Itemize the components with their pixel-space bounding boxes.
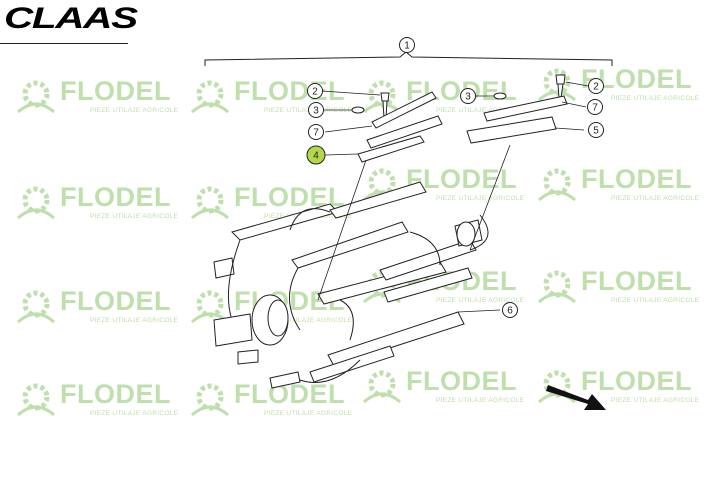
gear-field-icon — [17, 80, 55, 114]
watermark: FLODEL PIEZE UTILAJE AGRICOLE — [535, 362, 705, 417]
callout-label: 7 — [592, 103, 598, 114]
counter-plate — [366, 115, 443, 149]
watermark: FLODEL PIEZE UTILAJE AGRICOLE — [14, 178, 184, 233]
watermark-tagline: PIEZE UTILAJE AGRICOLE — [611, 95, 700, 102]
wedge-plate — [357, 135, 425, 163]
watermark-tagline: PIEZE UTILAJE AGRICOLE — [436, 297, 525, 304]
watermark-tagline: PIEZE UTILAJE AGRICOLE — [436, 397, 525, 404]
watermark-name: FLODEL — [581, 366, 692, 396]
watermark-tagline: PIEZE UTILAJE AGRICOLE — [90, 317, 179, 324]
callout-label: 2 — [593, 82, 599, 93]
watermark-name: FLODEL — [406, 366, 517, 396]
watermark-tagline: PIEZE UTILAJE AGRICOLE — [90, 107, 179, 114]
callout-3-left: 3 — [308, 102, 324, 118]
watermark-tagline: PIEZE UTILAJE AGRICOLE — [436, 107, 525, 114]
watermark: FLODEL PIEZE UTILAJE AGRICOLE — [535, 262, 705, 317]
rotor-drum — [213, 181, 489, 389]
watermark: FLODEL PIEZE UTILAJE AGRICOLE — [14, 282, 184, 337]
callout-label: 1 — [404, 41, 410, 52]
callout-6: 6 — [502, 302, 518, 318]
callout-label: 3 — [313, 106, 319, 117]
watermark-tagline: PIEZE UTILAJE AGRICOLE — [611, 297, 700, 304]
gear-field-icon — [191, 383, 229, 417]
gear-field-icon — [17, 290, 55, 324]
watermark-name: FLODEL — [581, 266, 692, 296]
callout-4-highlighted: 4 — [306, 145, 326, 165]
arrow-down-right-icon — [546, 385, 606, 410]
callout-2-right: 2 — [588, 78, 604, 94]
watermark-name: FLODEL — [60, 182, 171, 212]
gear-field-icon — [191, 80, 229, 114]
gear-field-icon — [17, 186, 55, 220]
callout-label: 7 — [313, 128, 319, 139]
gear-field-icon — [538, 168, 576, 202]
gear-field-icon — [17, 383, 55, 417]
bolt — [555, 74, 566, 99]
watermark: FLODEL PIEZE UTILAJE AGRICOLE — [360, 362, 530, 417]
callout-7-left: 7 — [308, 124, 324, 140]
watermark-tagline: PIEZE UTILAJE AGRICOLE — [90, 213, 179, 220]
watermark-tagline: PIEZE UTILAJE AGRICOLE — [611, 397, 700, 404]
watermark-tagline: PIEZE UTILAJE AGRICOLE — [264, 410, 353, 417]
watermark: FLODEL PIEZE UTILAJE AGRICOLE — [535, 160, 705, 215]
assembly-bracket — [204, 51, 613, 66]
logo-underline — [0, 43, 128, 44]
watermark-tagline: PIEZE UTILAJE AGRICOLE — [264, 317, 353, 324]
leader-lines — [317, 44, 589, 313]
callout-label: 4 — [313, 151, 319, 162]
callout-label: 6 — [507, 306, 513, 317]
counter-plate — [466, 116, 557, 144]
callout-2-left: 2 — [307, 83, 323, 99]
watermark-name: FLODEL — [60, 379, 171, 409]
knife-bar — [483, 95, 568, 122]
callout-5: 5 — [588, 122, 604, 138]
watermark: FLODEL PIEZE UTILAJE AGRICOLE — [188, 375, 358, 430]
gear-field-icon — [538, 270, 576, 304]
watermark-tagline: PIEZE UTILAJE AGRICOLE — [436, 195, 525, 202]
watermark: FLODEL PIEZE UTILAJE AGRICOLE — [14, 72, 184, 127]
callout-1: 1 — [399, 37, 415, 53]
watermark-tagline: PIEZE UTILAJE AGRICOLE — [264, 107, 353, 114]
washer — [351, 106, 365, 114]
watermark-name: FLODEL — [60, 286, 171, 316]
upper-right-parts — [466, 74, 568, 144]
watermark: FLODEL PIEZE UTILAJE AGRICOLE — [14, 375, 184, 430]
callout-label: 2 — [312, 87, 318, 98]
watermark-name: FLODEL — [581, 164, 692, 194]
gear-field-icon — [191, 186, 229, 220]
washer — [493, 92, 507, 100]
gear-field-icon — [363, 370, 401, 404]
claas-logo: CLAAS — [4, 2, 138, 35]
watermark-tagline: PIEZE UTILAJE AGRICOLE — [611, 195, 700, 202]
knife-bar — [371, 91, 437, 129]
upper-left-parts — [351, 91, 443, 163]
callout-label: 5 — [593, 126, 599, 137]
watermark-name: FLODEL — [60, 76, 171, 106]
watermark-tagline: PIEZE UTILAJE AGRICOLE — [90, 410, 179, 417]
callout-7-right: 7 — [587, 99, 603, 115]
callout-label: 3 — [465, 92, 471, 103]
callout-3-right: 3 — [460, 88, 476, 104]
